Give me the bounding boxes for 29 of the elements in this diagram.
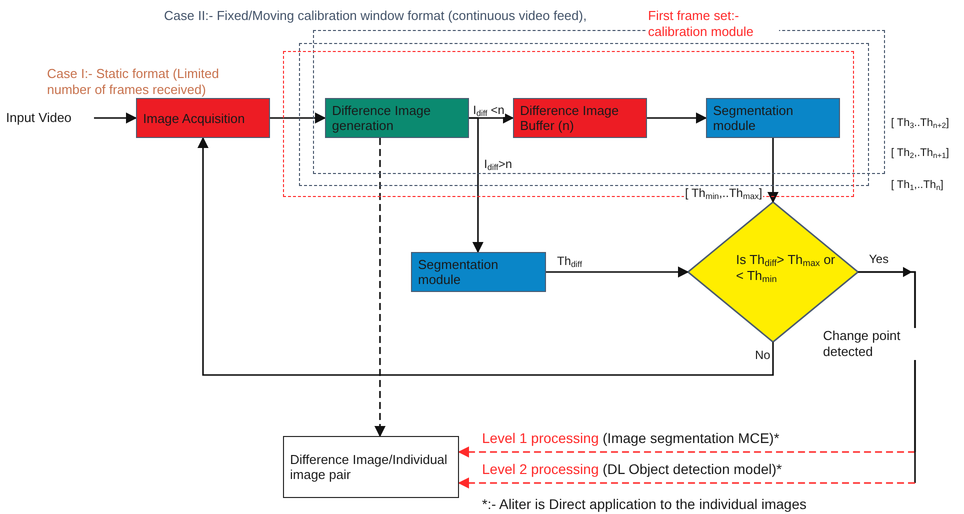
process-box: Difference Image/Individual image pair: [283, 436, 459, 498]
note-text: Change point detected: [822, 328, 919, 360]
arrow: [270, 112, 326, 124]
dashed-arrow: [374, 138, 386, 438]
process-box: Segmentation module: [411, 252, 546, 292]
edge-label: I$_{diff}$ <n: [472, 103, 506, 117]
arrow: [546, 266, 690, 278]
input-label: Input Video: [6, 110, 94, 126]
edge-label: No: [754, 348, 772, 362]
decision-text: Is Th$_{diff}$> Th$_{max}$ or < Th$_{min}$: [736, 252, 836, 284]
arrow: [469, 117, 484, 254]
process-box: Segmentation module: [706, 98, 840, 138]
note-text: *:- Aliter is Direct application to the individual images: [481, 496, 808, 513]
arrow: [647, 112, 708, 124]
edge-label: Level 1 processing (Image segmentation MCE)*: [481, 430, 780, 446]
threshold-range-label: [ Th$_{2}$,.Th$_{n+1}$]: [890, 146, 950, 160]
arrow: [767, 138, 779, 204]
threshold-range-label: [ Th$_{1}$,..Th$_{n}$]: [890, 178, 944, 192]
threshold-range-label: [ Th$_{3}$..Th$_{n+2}$]: [890, 116, 950, 130]
process-box: Difference Image Buffer (n): [513, 98, 647, 138]
process-box: Image Acquisition: [136, 98, 270, 138]
arrow: [197, 136, 774, 376]
arrow: [94, 112, 138, 124]
edge-label: Th$_{diff}$: [556, 254, 584, 268]
edge-label: Level 2 processing (DL Object detection model)*: [481, 461, 783, 477]
edge-label: I$_{diff}$>n: [483, 157, 514, 171]
edge-label: [ Th$_{min}$,..Th$_{max}$]: [684, 186, 764, 200]
process-box: Difference Image generation: [325, 98, 469, 138]
window-title: Case II:- Fixed/Moving calibration window format (continuous video feed),: [163, 8, 588, 24]
